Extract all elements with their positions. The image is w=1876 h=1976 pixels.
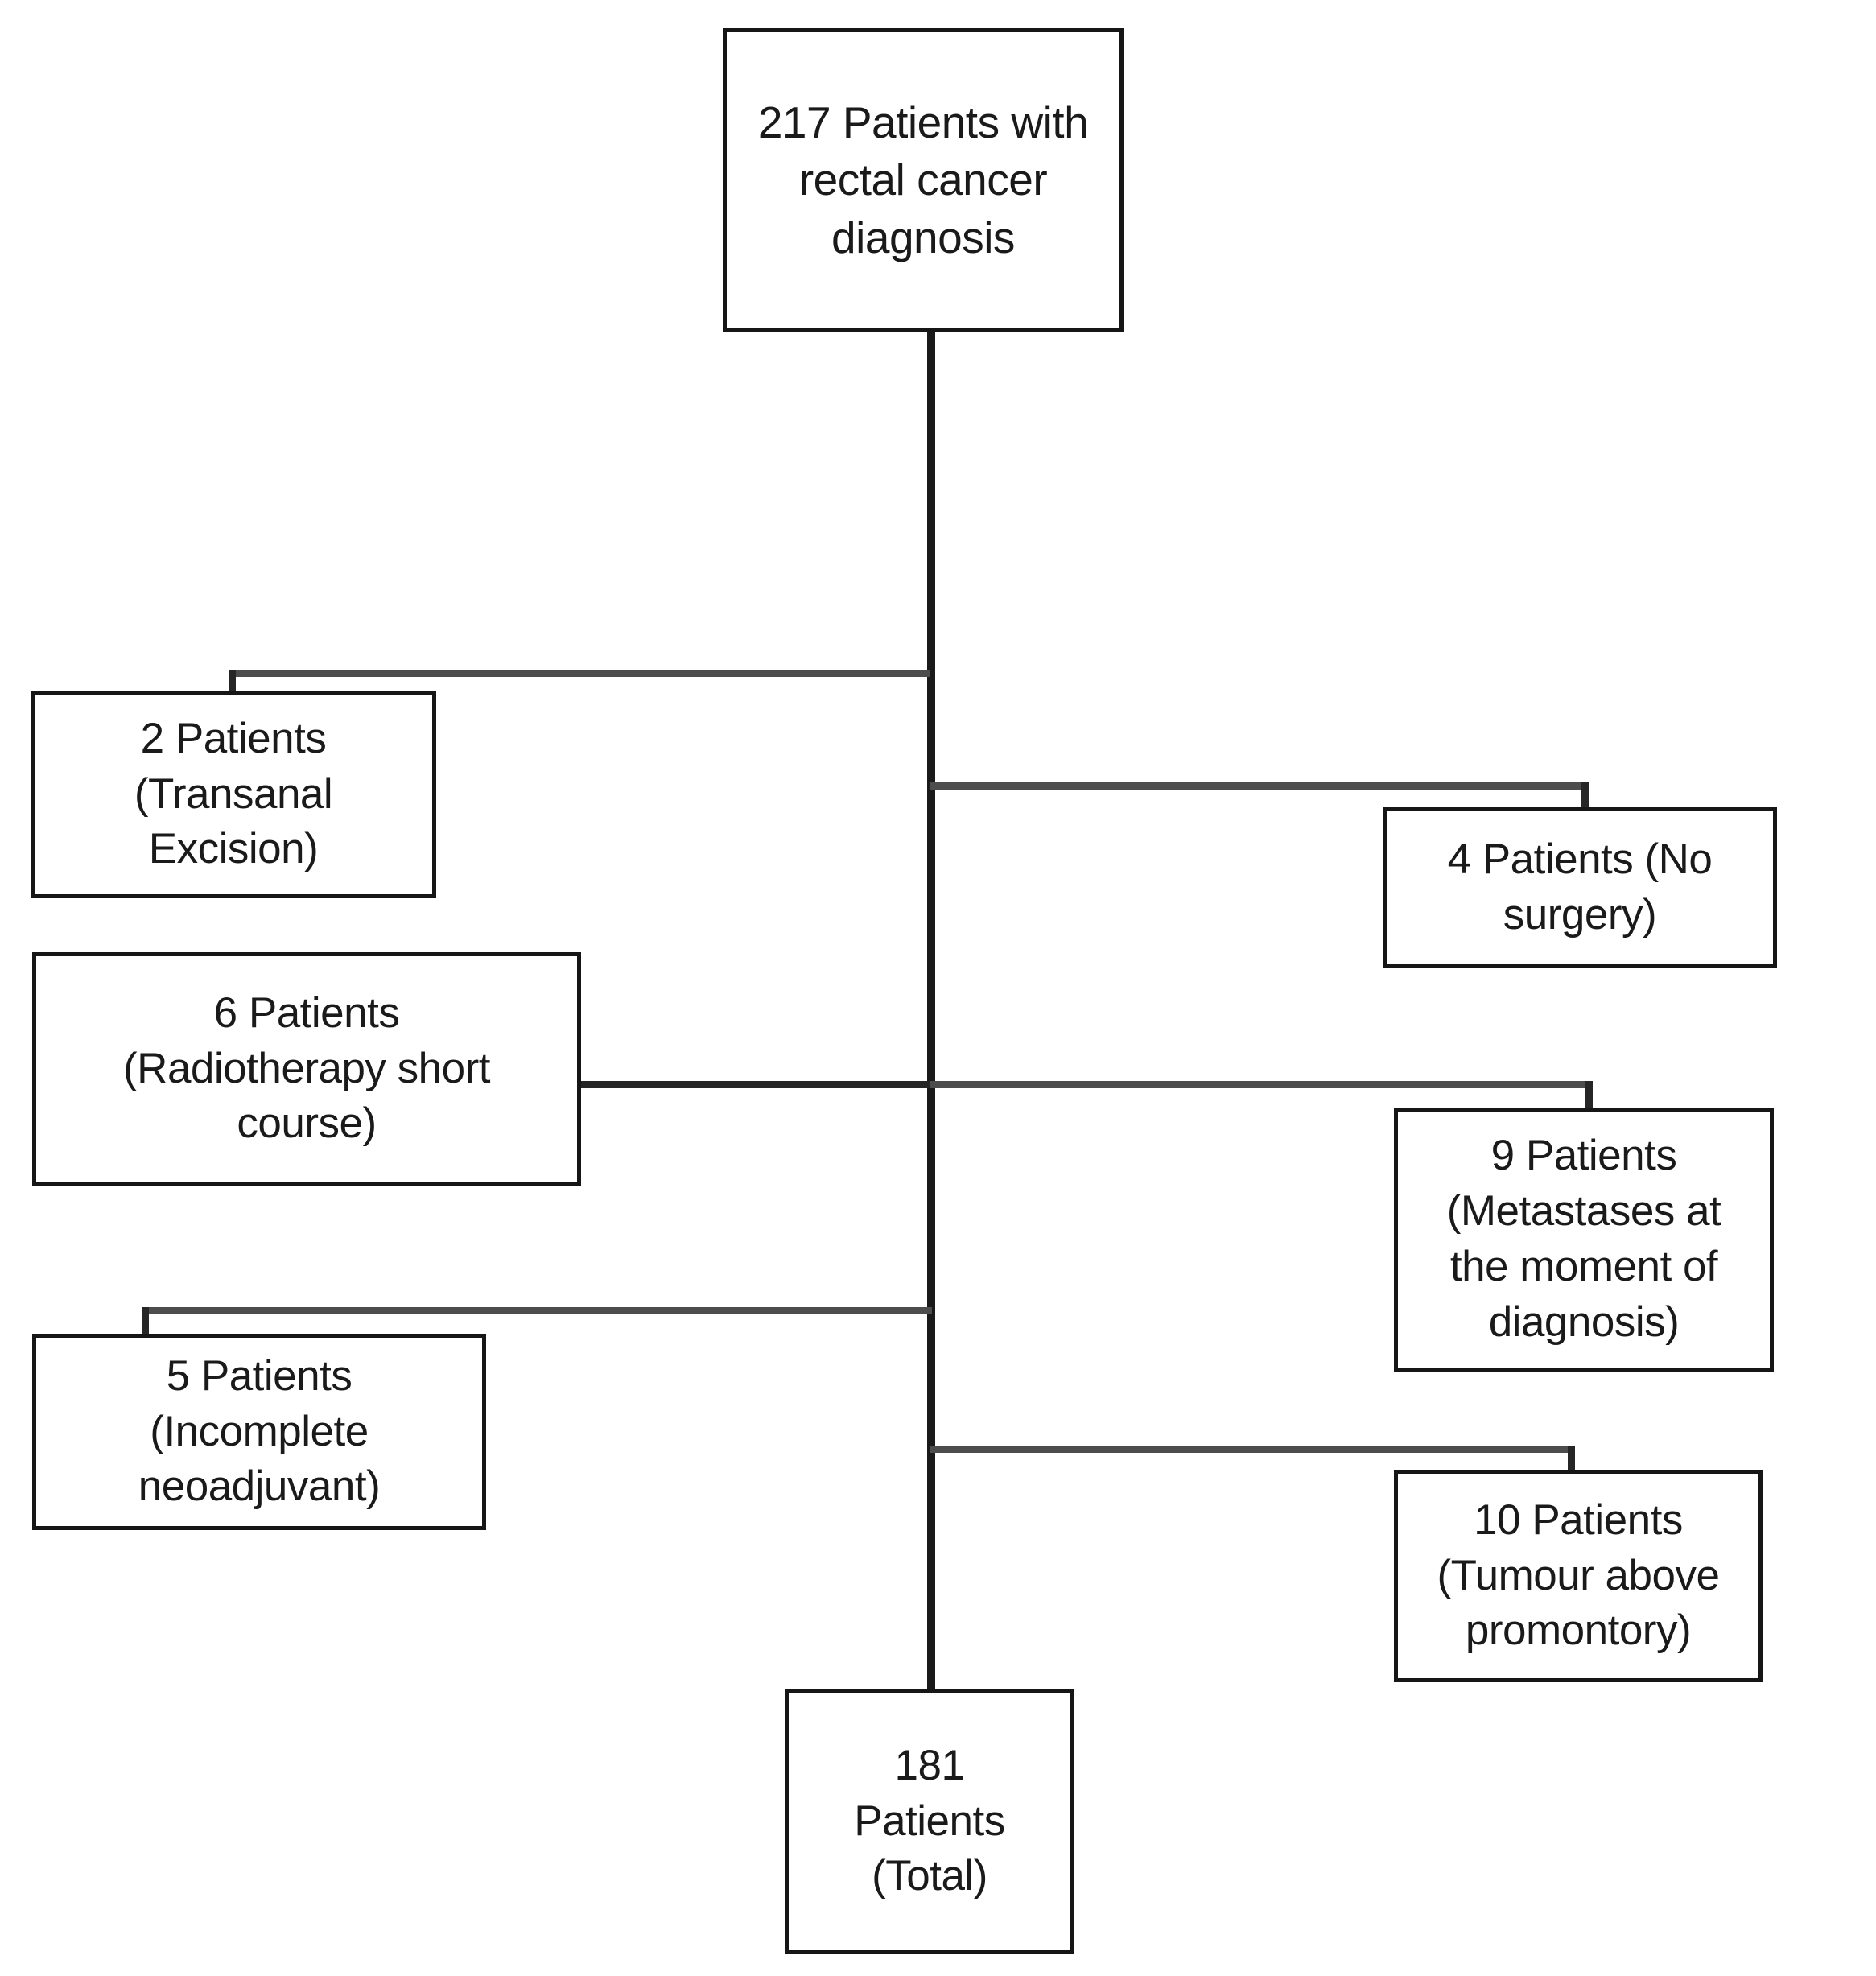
node-incomplete-neoadjuvant-label: 5 Patients (Incomplete neoadjuvant) <box>138 1351 381 1511</box>
connector-to-no-surgery-horizontal <box>930 782 1589 790</box>
node-tumour-above-promontory: 10 Patients (Tumour above promontory) <box>1394 1470 1763 1682</box>
node-total-cohort: 181 Patients (Total) <box>785 1689 1074 1954</box>
connector-to-metastases-horizontal <box>930 1081 1592 1088</box>
trunk-connector-line <box>927 328 935 1693</box>
connector-to-no-surgery-vertical <box>1581 782 1589 811</box>
connector-to-transanal-excision-horizontal <box>229 670 930 677</box>
node-radiotherapy-short-course-label: 6 Patients (Radiotherapy short course) <box>123 988 490 1148</box>
node-radiotherapy-short-course: 6 Patients (Radiotherapy short course) <box>32 952 581 1186</box>
node-root-cohort-label: 217 Patients with rectal cancer diagnosi… <box>757 97 1089 262</box>
connector-to-radiotherapy-horizontal <box>578 1081 932 1088</box>
node-transanal-excision-label: 2 Patients (Transanal Excision) <box>134 714 333 873</box>
connector-to-transanal-excision-vertical <box>229 670 236 694</box>
connector-to-tumour-above-promontory-horizontal <box>930 1446 1574 1453</box>
node-no-surgery: 4 Patients (No surgery) <box>1383 807 1777 968</box>
node-incomplete-neoadjuvant: 5 Patients (Incomplete neoadjuvant) <box>32 1334 486 1530</box>
node-metastases-at-diagnosis-label: 9 Patients (Metastases at the moment of … <box>1446 1132 1721 1346</box>
node-total-cohort-label: 181 Patients (Total) <box>854 1741 1005 1900</box>
node-transanal-excision: 2 Patients (Transanal Excision) <box>31 691 436 898</box>
node-no-surgery-label: 4 Patients (No surgery) <box>1447 835 1713 938</box>
node-tumour-above-promontory-label: 10 Patients (Tumour above promontory) <box>1437 1495 1720 1655</box>
connector-to-incomplete-neoadjuvant-vertical <box>142 1307 149 1336</box>
connector-to-incomplete-neoadjuvant-horizontal <box>142 1307 932 1314</box>
connector-to-tumour-above-promontory-vertical <box>1568 1446 1575 1475</box>
node-root-cohort: 217 Patients with rectal cancer diagnosi… <box>723 28 1124 332</box>
connector-to-metastases-vertical <box>1585 1081 1593 1112</box>
node-metastases-at-diagnosis: 9 Patients (Metastases at the moment of … <box>1394 1108 1774 1372</box>
